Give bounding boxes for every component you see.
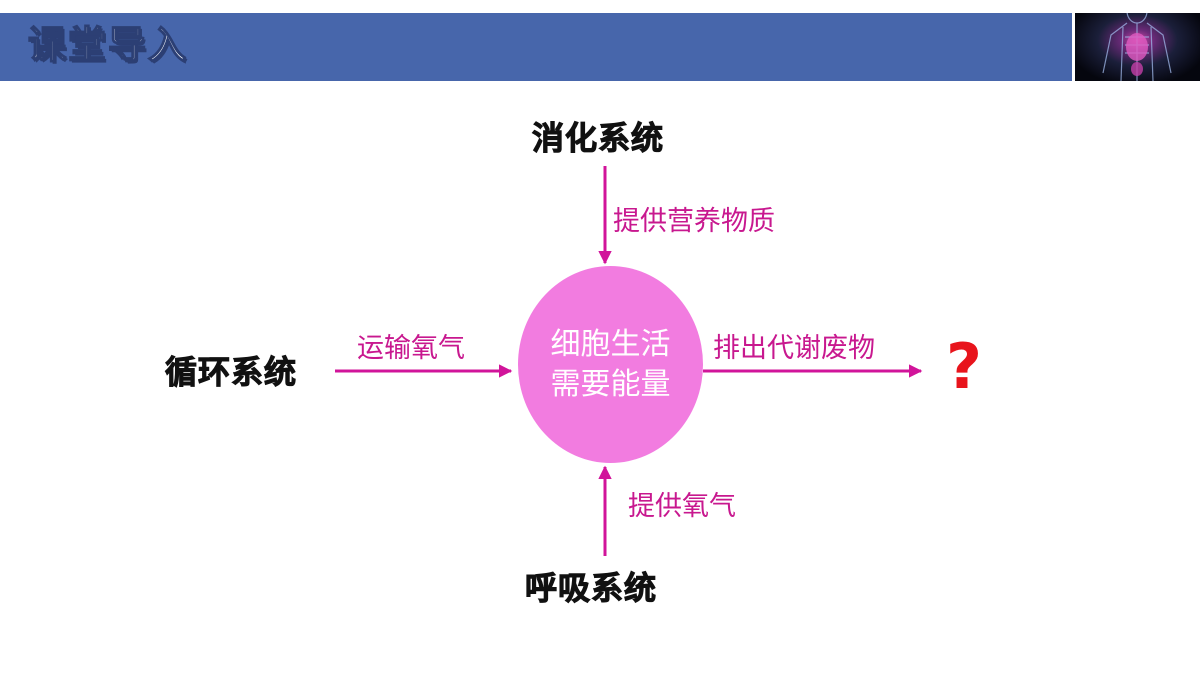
cell-node-line-1: 细胞生活 xyxy=(550,326,671,362)
edge-label-supply-oxygen: 提供氧气 xyxy=(628,491,736,522)
human-body-xray-icon xyxy=(1075,13,1200,81)
edge-label-nutrients: 提供营养物质 xyxy=(613,206,775,237)
header-bar xyxy=(0,13,1072,81)
circulatory-system-label: 循环系统 xyxy=(164,353,298,392)
edge-label-transport-oxygen: 运输氧气 xyxy=(357,333,465,364)
question-mark: ? xyxy=(946,330,982,403)
page-title: 课堂导入 xyxy=(27,22,189,68)
digestive-system-label: 消化系统 xyxy=(531,119,665,158)
cell-energy-node: 细胞生活 需要能量 xyxy=(518,266,703,463)
edge-label-excrete-waste: 排出代谢废物 xyxy=(713,333,875,364)
cell-node-line-2: 需要能量 xyxy=(550,366,671,402)
respiratory-system-label: 呼吸系统 xyxy=(524,569,658,608)
